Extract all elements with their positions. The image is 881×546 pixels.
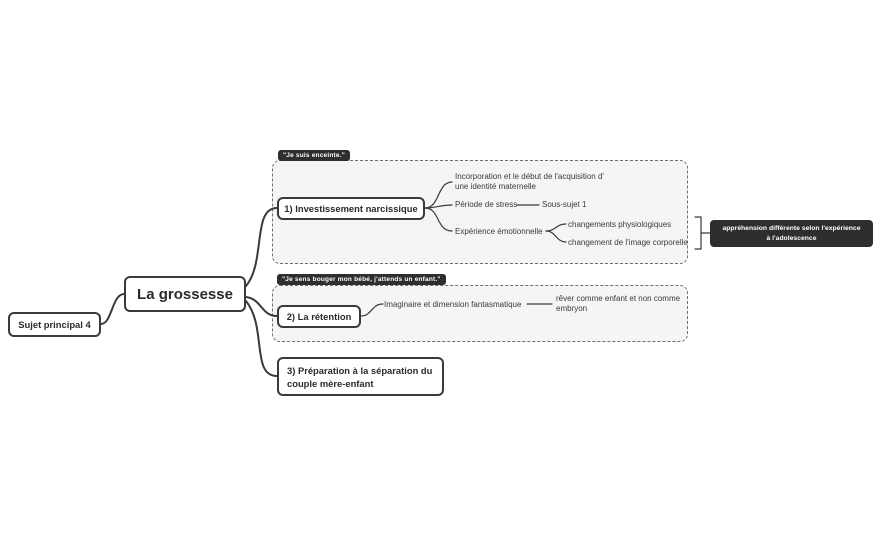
node-investissement-narcissique[interactable]: 1) Investissement narcissique <box>277 197 425 220</box>
summary-badge-apprehension[interactable]: appréhension différente selon l'expérien… <box>710 220 873 247</box>
topic-experience-emotionnelle[interactable]: Expérience émotionnelle <box>455 227 543 236</box>
link-main-to-branch2 <box>245 296 278 317</box>
link-branch1-to-incorporation <box>424 181 453 209</box>
summary-bracket <box>694 216 702 250</box>
boundary2-caption[interactable]: "Je sens bouger mon bébé, j'attends un e… <box>277 274 446 285</box>
link-main-to-branch3 <box>245 300 278 377</box>
link-branch1-to-stress <box>424 204 453 209</box>
topic-changement-image-corporelle[interactable]: changement de l'image corporelle <box>568 238 688 247</box>
topic-imaginaire-fantasmatique[interactable]: Imaginaire et dimension fantasmatique <box>384 300 522 309</box>
topic-sous-sujet-1[interactable]: Sous-sujet 1 <box>542 200 587 209</box>
topic-changements-physiologiques[interactable]: changements physiologiques <box>568 220 672 229</box>
link-branch2-to-imaginaire <box>360 303 384 317</box>
link-root-to-main <box>100 293 125 325</box>
link-experience-to-physio <box>545 223 567 232</box>
node-sujet-principal[interactable]: Sujet principal 4 <box>8 312 101 337</box>
link-branch1-to-experience <box>424 207 453 232</box>
node-preparation-separation[interactable]: 3) Préparation à la séparation du couple… <box>277 357 444 396</box>
node-la-grossesse[interactable]: La grossesse <box>124 276 246 312</box>
node-la-retention[interactable]: 2) La rétention <box>277 305 361 328</box>
topic-incorporation-identite[interactable]: Incorporation et le début de l'acquisiti… <box>455 172 604 191</box>
link-experience-to-image-corporelle <box>545 230 567 243</box>
boundary1-caption[interactable]: "Je suis enceinte." <box>278 150 350 161</box>
topic-rever-comme-enfant[interactable]: rêver comme enfant et non comme embryon <box>556 294 681 313</box>
topic-periode-de-stress[interactable]: Période de stress <box>455 200 518 209</box>
link-main-to-branch1 <box>245 207 278 287</box>
